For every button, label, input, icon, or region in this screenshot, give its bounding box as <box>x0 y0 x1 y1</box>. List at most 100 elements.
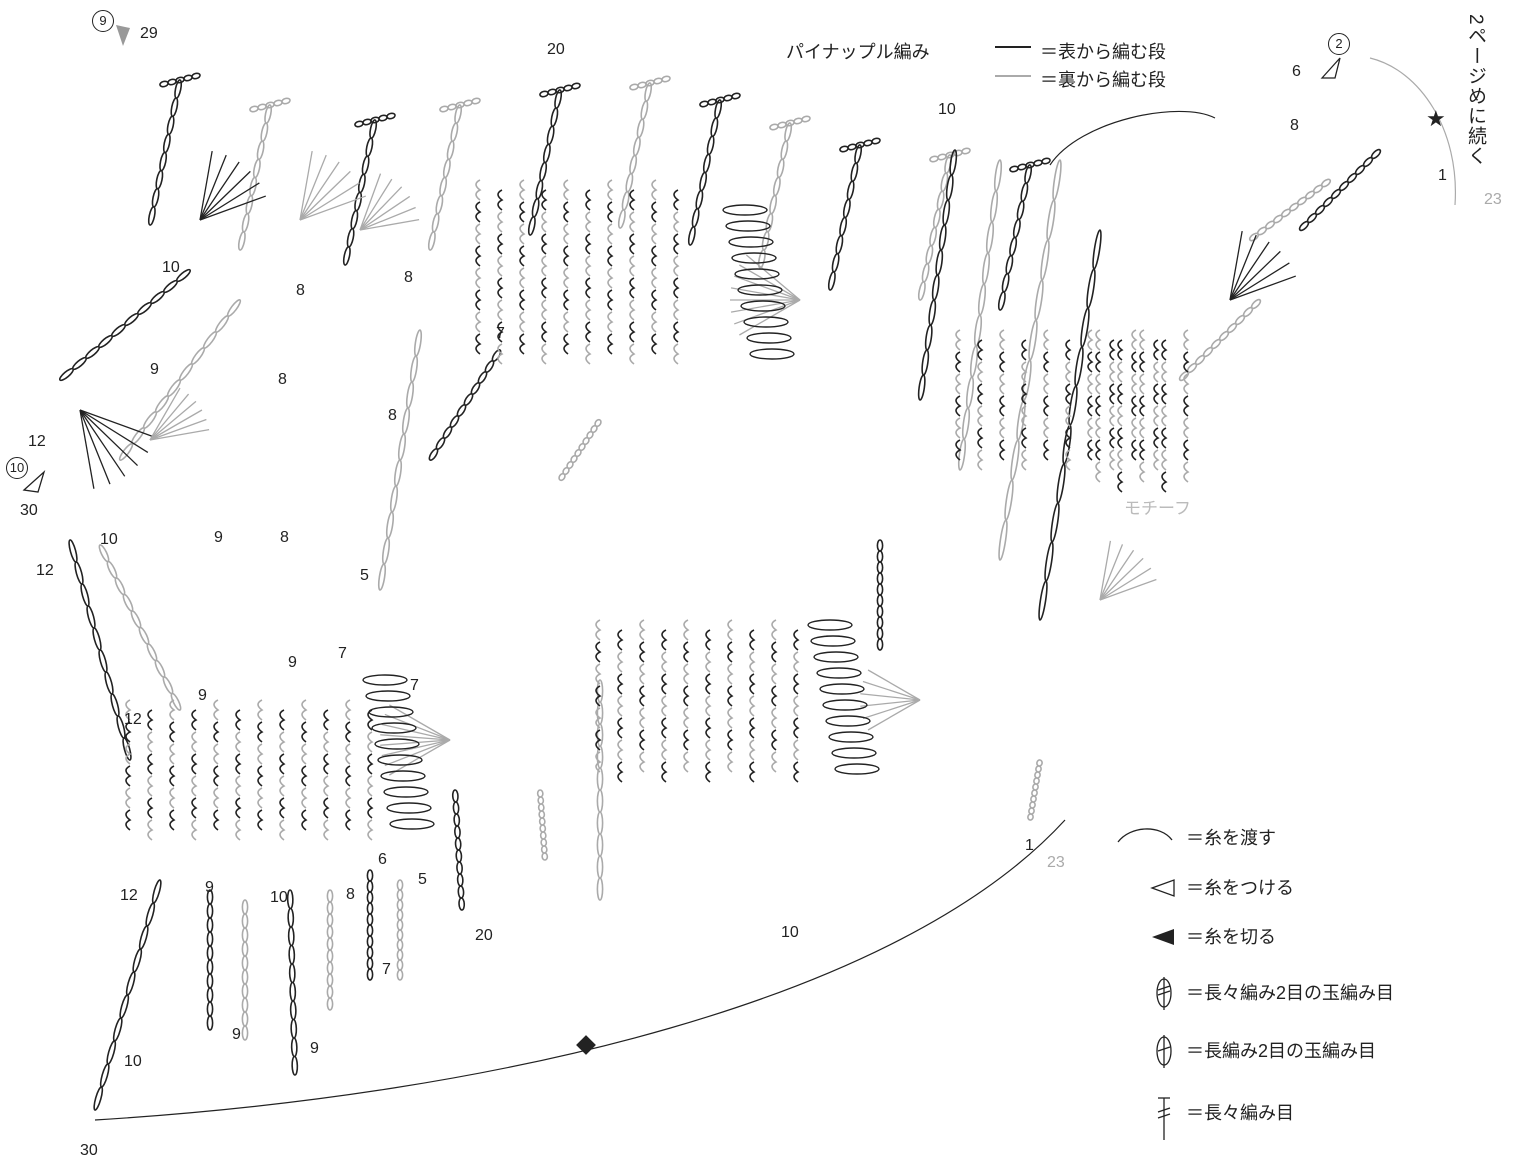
chain-stitch <box>1052 159 1062 201</box>
pineapple-stitch <box>475 267 482 289</box>
chain-stitch <box>393 459 403 487</box>
chain-stitch <box>427 231 436 251</box>
chain-stitch <box>714 99 723 119</box>
chain-stitch <box>769 194 778 215</box>
pineapple-stitch <box>519 201 526 223</box>
treble-stitch <box>381 739 451 757</box>
pineapple-stitch <box>1117 361 1124 383</box>
chain-stitch <box>326 913 334 927</box>
chain-stitch <box>289 981 297 1002</box>
pineapple-stitch <box>257 743 264 765</box>
tr2-cluster-symbol <box>1156 1035 1172 1068</box>
chain-stitch <box>241 983 249 999</box>
chain-stitch <box>237 231 246 251</box>
pineapple-stitch <box>749 651 756 673</box>
chain-stitch <box>784 122 793 142</box>
pineapple-stitch <box>563 311 570 333</box>
pineapple-stitch <box>651 223 658 245</box>
tr2-cluster-text: ＝長編み2目の玉編み目 <box>1186 1041 1377 1061</box>
pineapple-stitch <box>629 255 636 277</box>
pass-yarn-text: ＝糸を渡す <box>1186 828 1276 848</box>
row-label-10-center: 10 <box>938 101 956 118</box>
treble-stitch <box>1099 540 1112 601</box>
dtr2-cluster-text: ＝長々編み2目の玉編み目 <box>1186 983 1395 1003</box>
chain-stitch <box>99 1063 110 1088</box>
chain-stitch <box>366 946 374 959</box>
pineapple-stitch <box>563 201 570 223</box>
row-number: 12 <box>36 562 54 579</box>
pineapple-stitch <box>977 339 984 361</box>
pineapple-stitch <box>301 809 308 831</box>
chain-stitch <box>326 937 334 951</box>
chain-stitch <box>594 418 602 428</box>
pineapple-stitch <box>519 267 526 289</box>
row-number: 10 <box>124 1053 142 1070</box>
chain-stitch <box>326 925 334 939</box>
pineapple-stitch <box>169 743 176 765</box>
pineapple-stitch <box>1183 461 1190 483</box>
pineapple-stitch <box>125 787 132 809</box>
cluster-stitch <box>374 738 420 750</box>
chain-stitch <box>451 789 459 803</box>
chain-stitch <box>241 927 249 943</box>
chain-stitch <box>1020 182 1029 203</box>
pineapple-stitch <box>999 373 1006 395</box>
pineapple-stitch <box>519 245 526 267</box>
attach-triangle-top-right <box>1320 57 1341 79</box>
treble-stitch <box>860 693 921 701</box>
chain-stitch <box>691 207 700 228</box>
pineapple-stitch <box>147 709 154 731</box>
pineapple-stitch <box>661 651 668 673</box>
treble-stitch <box>380 734 451 741</box>
row-label-8-right: 8 <box>1290 117 1299 134</box>
pineapple-stitch <box>727 707 734 729</box>
chain-stitch <box>130 610 142 629</box>
pineapple-stitch <box>1117 383 1124 405</box>
treble-stitch <box>384 739 451 767</box>
chain-stitch <box>452 801 460 815</box>
chain-stitch <box>596 833 604 857</box>
chain-stitch <box>385 511 395 539</box>
chain-stitch <box>925 244 934 265</box>
pineapple-stitch <box>683 751 690 773</box>
chain-stitch <box>119 994 130 1019</box>
pineapple-stitch <box>673 299 680 321</box>
chain-stitch <box>366 935 374 948</box>
cluster-stitch <box>740 300 786 312</box>
chain-stitch <box>1005 254 1014 275</box>
attach-yarn-symbol <box>1150 879 1175 897</box>
chain-stitch <box>776 158 785 179</box>
pineapple-stitch <box>661 695 668 717</box>
row-number: 10 <box>162 259 180 276</box>
treble-stitch <box>380 739 451 746</box>
chain-stitch <box>538 817 546 826</box>
treble-stitch <box>299 182 360 221</box>
chain-stitch <box>146 643 158 662</box>
chain-stitch <box>366 924 374 937</box>
pineapple-stitch <box>1021 383 1028 405</box>
start-marker-2: 2 <box>1328 33 1350 55</box>
pineapple-stitch <box>1161 427 1168 449</box>
pineapple-stitch <box>519 179 526 201</box>
chain-stitch <box>1086 268 1096 309</box>
chain-stitch <box>454 104 463 124</box>
pineapple-stitch <box>585 233 592 255</box>
pineapple-stitch <box>1117 449 1124 471</box>
pineapple-stitch <box>125 699 132 721</box>
chain-stitch <box>1050 502 1060 543</box>
bottom-arc-guide <box>94 819 1066 1121</box>
chain-stitch <box>936 190 945 211</box>
cluster-stitch <box>810 635 856 647</box>
pineapple-stitch <box>607 179 614 201</box>
chain-stitch <box>206 959 214 975</box>
chain-stitch <box>917 374 926 401</box>
pineapple-stitch <box>519 333 526 355</box>
treble-stitch <box>359 186 403 231</box>
pineapple-stitch <box>595 619 602 641</box>
chain-stitch <box>831 252 840 273</box>
pineapple-stitch <box>497 321 504 343</box>
dtr-text: ＝長々編み目 <box>1186 1103 1294 1123</box>
treble-stitch <box>299 150 313 221</box>
pineapple-stitch <box>279 775 286 797</box>
pineapple-stitch <box>617 651 624 673</box>
